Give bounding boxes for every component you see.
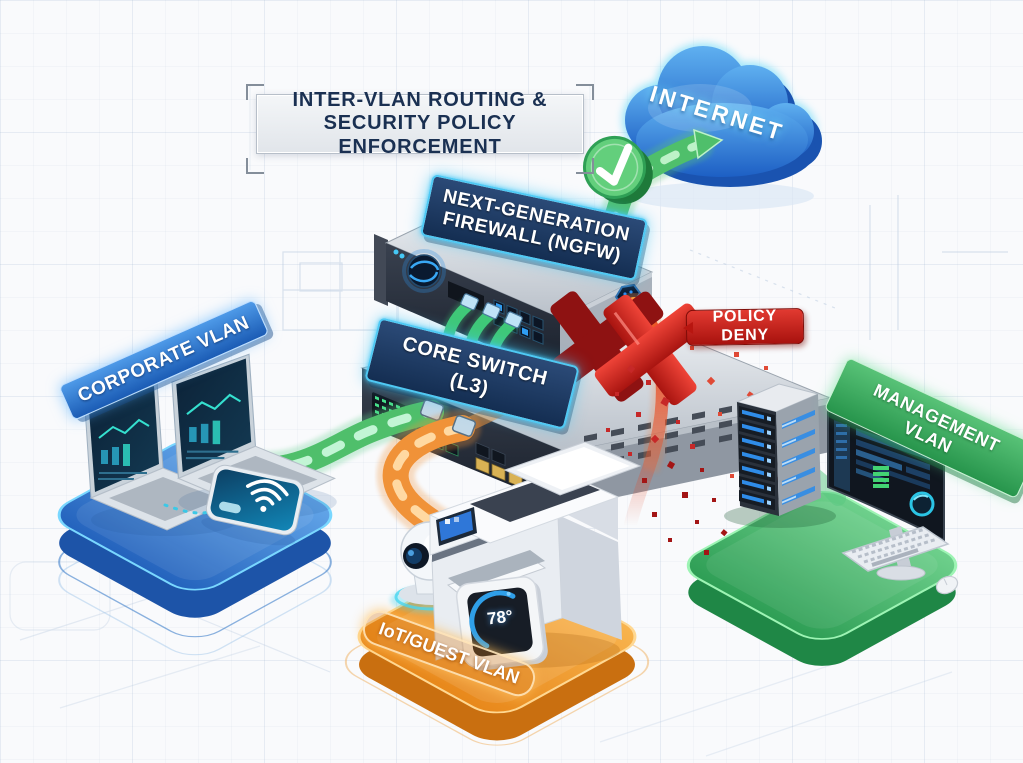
title-corner-bracket	[246, 84, 264, 100]
server-rack-icon	[724, 383, 836, 528]
keyboard-icon	[841, 526, 950, 572]
wireless-dotted-link	[163, 503, 216, 515]
title-corner-bracket	[246, 158, 264, 174]
wifi-icon	[245, 479, 289, 512]
curved-monitor-icon	[827, 408, 945, 581]
firewall-logo-icon	[402, 249, 446, 293]
title-corner-bracket	[576, 84, 594, 100]
diagram-title-line2: SECURITY POLICY ENFORCEMENT	[323, 112, 517, 158]
policy-deny-badge: POLICY DENY	[685, 308, 805, 347]
allow-checkmark-icon	[583, 135, 653, 205]
mouse-icon	[935, 575, 959, 595]
internet-cloud	[622, 43, 822, 210]
title-corner-bracket	[576, 158, 594, 174]
diagram-title-line1: INTER-VLAN ROUTING &	[292, 88, 548, 111]
printer-control-screen	[436, 507, 477, 546]
smart-thermostat-icon	[455, 576, 548, 671]
smartphone-icon	[201, 464, 305, 546]
diagram-title: INTER-VLAN ROUTING & SECURITY POLICY ENF…	[256, 89, 584, 158]
